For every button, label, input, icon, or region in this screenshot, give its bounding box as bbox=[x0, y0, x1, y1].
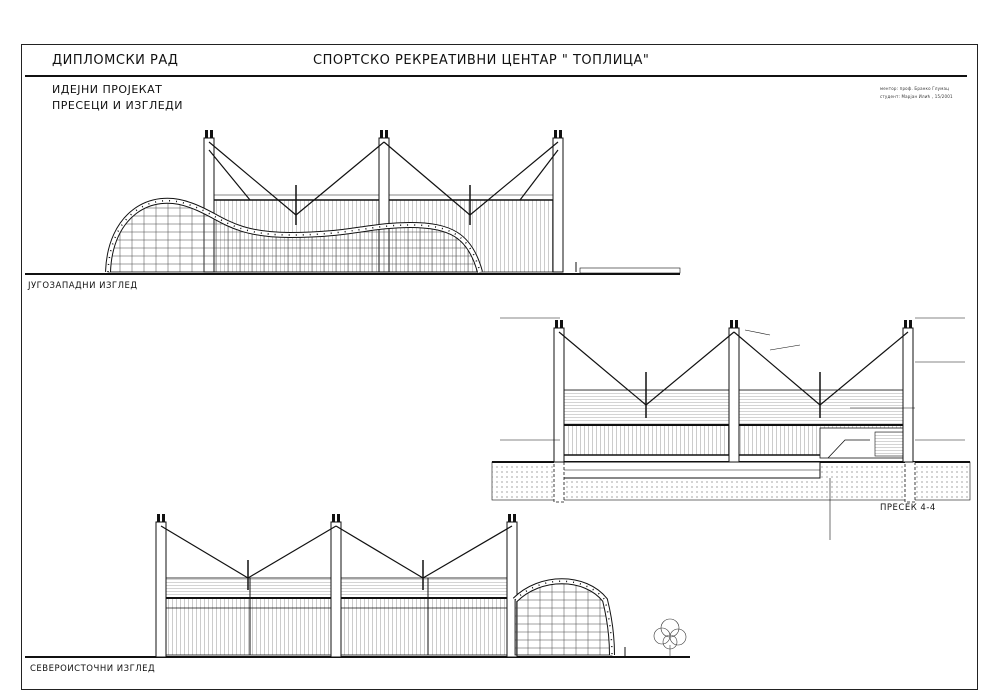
section-label: ПРЕСЕК 4-4 bbox=[880, 503, 936, 513]
mentor-credit: ментор: проф. Бранко Глумац bbox=[880, 86, 950, 91]
thesis-title: ДИПЛОМСКИ РАД bbox=[52, 53, 179, 68]
project-phase: ИДЕЈНИ ПРОЈЕКАТ bbox=[52, 83, 163, 96]
student-credit: студент: Марјан Илић , 15/2001 bbox=[880, 94, 953, 99]
northeast-elevation-label: СЕВЕРОИСТОЧНИ ИЗГЛЕД bbox=[30, 664, 156, 674]
southwest-elevation-label: ЈУГОЗАПАДНИ ИЗГЛЕД bbox=[28, 281, 138, 291]
project-title: СПОРТСКО РЕКРЕАТИВНИ ЦЕНТАР " ТОПЛИЦА" bbox=[313, 53, 650, 68]
sheet-frame bbox=[21, 44, 978, 690]
sheet-subject: ПРЕСЕЦИ И ИЗГЛЕДИ bbox=[52, 99, 184, 112]
title-rule bbox=[25, 75, 967, 77]
tree-symbol bbox=[653, 618, 687, 657]
